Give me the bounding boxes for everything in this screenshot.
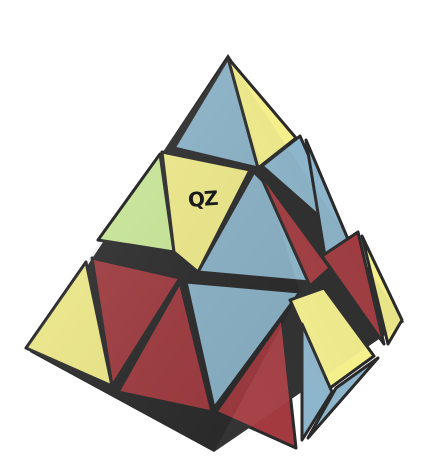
front-face-shade [26, 58, 300, 452]
right-row3-low-tile [306, 356, 380, 440]
right-face-shade [214, 58, 404, 452]
brand-logo: QZ [187, 186, 219, 212]
